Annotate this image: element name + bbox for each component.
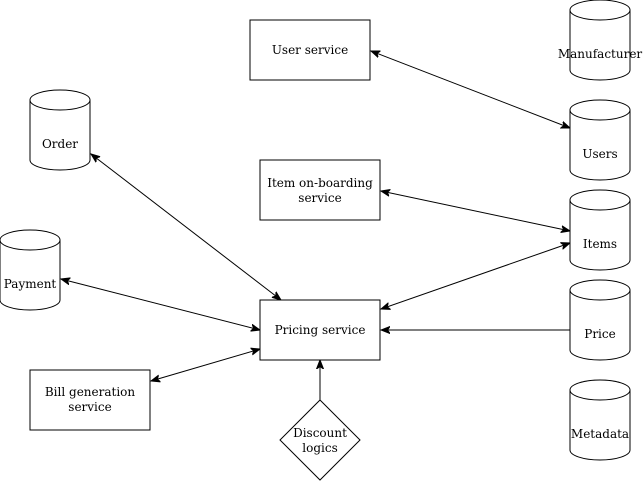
pricing-service-label: Pricing service xyxy=(275,323,366,337)
metadata-label: Metadata xyxy=(571,427,629,441)
users-database[interactable]: Users xyxy=(569,99,631,181)
edge-payment-pricing xyxy=(61,279,260,330)
discount-logics-label-line1: Discount xyxy=(293,426,347,440)
order-database[interactable]: Order xyxy=(29,89,91,171)
discount-logics-label-line2: logics xyxy=(302,441,337,455)
edge-bill-pricing xyxy=(151,349,260,381)
metadata-database[interactable]: Metadata xyxy=(569,379,631,461)
items-database[interactable]: Items xyxy=(569,189,631,271)
bill-generation-label-line1: Bill generation xyxy=(45,385,136,399)
user-service-box[interactable]: User service xyxy=(249,19,371,81)
item-onboarding-label-line2: service xyxy=(298,191,341,205)
order-label: Order xyxy=(42,137,78,151)
bill-generation-label-line2: service xyxy=(68,400,111,414)
payment-label: Payment xyxy=(4,277,57,291)
payment-database[interactable]: Payment xyxy=(0,229,61,311)
items-label: Items xyxy=(583,237,617,251)
price-label: Price xyxy=(584,327,615,341)
edges xyxy=(61,51,570,400)
edge-items-pricing xyxy=(381,243,570,309)
user-service-label: User service xyxy=(272,43,348,57)
edge-user-service-users xyxy=(371,51,570,128)
pricing-service-box[interactable]: Pricing service xyxy=(259,299,381,361)
bill-generation-service-box[interactable]: Bill generation service xyxy=(29,369,151,431)
manufacturer-database[interactable]: Manufacturer xyxy=(558,0,643,81)
manufacturer-label: Manufacturer xyxy=(558,47,643,61)
edge-order-pricing xyxy=(91,154,281,300)
discount-logics-diamond[interactable]: Discount logics xyxy=(279,399,361,481)
edge-item-onboarding-items xyxy=(381,191,570,231)
price-database[interactable]: Price xyxy=(569,279,631,361)
users-label: Users xyxy=(582,147,617,161)
item-onboarding-service-box[interactable]: Item on-boarding service xyxy=(259,159,381,221)
item-onboarding-label-line1: Item on-boarding xyxy=(267,176,373,190)
